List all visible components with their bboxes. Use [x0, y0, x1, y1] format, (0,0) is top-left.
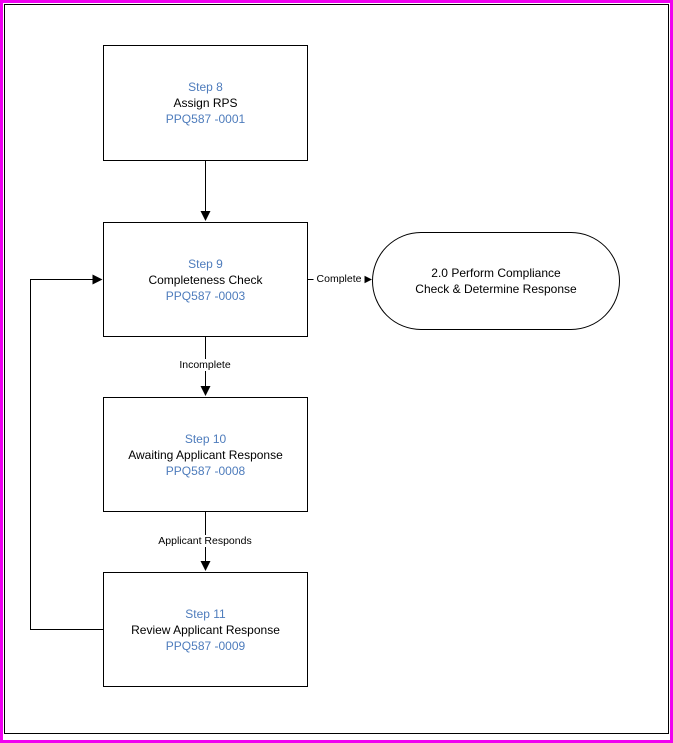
arrowhead-step9-step10 — [200, 386, 211, 396]
step9-code: PPQ587 -0003 — [165, 288, 246, 303]
step11-code: PPQ587 -0009 — [165, 638, 246, 653]
step10-label: Step 10 — [184, 431, 227, 446]
process-title-line2: Check & Determine Response — [415, 282, 577, 296]
arrowhead-step10-step11 — [200, 561, 211, 571]
step10-code: PPQ587 -0008 — [165, 463, 246, 478]
arrowhead-step11-step9 — [92, 274, 103, 285]
step9-label: Step 9 — [188, 256, 223, 271]
step10-title: Awaiting Applicant Response — [128, 447, 283, 462]
arrowhead-step9-process — [362, 274, 372, 285]
step9-title: Completeness Check — [148, 272, 263, 287]
step8-label: Step 8 — [188, 80, 223, 94]
edge-label-complete: Complete — [313, 273, 365, 285]
edge-step11-step9-loop — [30, 279, 103, 630]
diagram-border-frame — [4, 4, 669, 734]
edge-label-applicant-responds: Applicant Responds — [155, 535, 255, 547]
flow-node-step9: Step 9 Completeness Check PPQ587 -0003 — [103, 222, 308, 337]
step11-label: Step 11 — [185, 606, 226, 621]
step11-title: Review Applicant Response — [131, 622, 280, 637]
flow-node-compliance-process: 2.0 Perform Compliance Check & Determine… — [372, 232, 620, 330]
flow-node-step10: Step 10 Awaiting Applicant Response PPQ5… — [103, 397, 308, 512]
edge-label-incomplete: Incomplete — [176, 359, 234, 371]
step8-title: Assign RPS — [173, 96, 238, 110]
step8-code: PPQ587 -0001 — [165, 112, 246, 126]
flow-node-step11: Step 11 Review Applicant Response PPQ587… — [103, 572, 308, 687]
process-title-line1: 2.0 Perform Compliance — [431, 266, 561, 280]
flow-node-step8: Step 8 Assign RPS PPQ587 -0001 — [103, 45, 308, 161]
arrowhead-step8-step9 — [200, 211, 211, 221]
